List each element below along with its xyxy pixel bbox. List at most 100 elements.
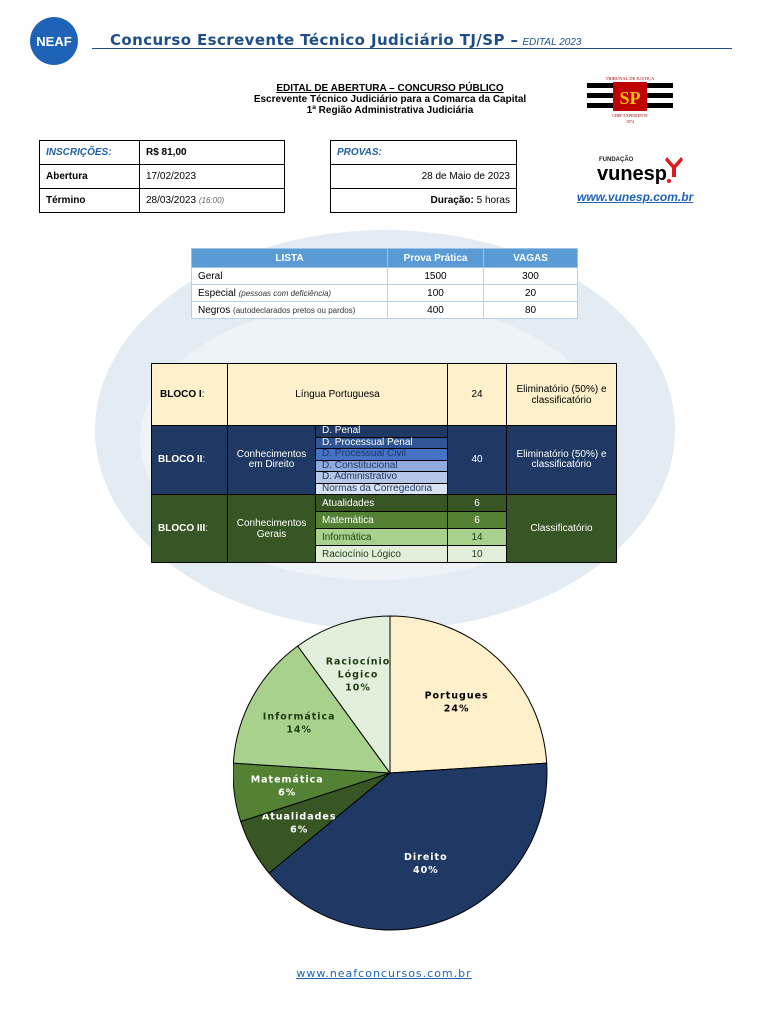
bloco-2-item: D. Penal: [315, 425, 448, 438]
lista-vagas: 80: [483, 301, 578, 319]
bloco-3-sub-row: Matemática 6: [152, 511, 617, 529]
bloco-2-item: D. Processual Civil: [315, 448, 448, 461]
lista-name-cell: Especial (pessoas com deficiência): [191, 284, 388, 302]
bloco-2-row: BLOCO II: Conhecimentos em Direito D. Pe…: [151, 425, 617, 495]
inscricoes-value: R$ 81,00: [139, 140, 285, 165]
bloco-3-item: Atualidades: [315, 494, 448, 512]
lista-prova: 100: [387, 284, 484, 302]
bloco-2-item: D. Constitucional: [315, 459, 448, 472]
bloco-3-title: BLOCO III: [158, 523, 206, 534]
neaf-logo: NEAF: [30, 17, 78, 65]
bloco-2-item: Normas da Corregedoria: [315, 482, 448, 495]
bloco-3-item-qty: 6: [447, 511, 507, 529]
pie-value-label: 14%: [286, 725, 312, 736]
bloco-3-colon: :: [205, 523, 209, 534]
pie-category-label: Raciocínio: [326, 656, 391, 667]
bloco-3-title-cell: BLOCO III:: [151, 494, 228, 563]
pie-value-label: 24%: [444, 704, 470, 715]
bloco-3-item-qty: 10: [447, 545, 507, 563]
bloco-2-title: BLOCO II: [158, 454, 203, 465]
lista-note: (pessoas com deficiência): [238, 288, 332, 298]
bloco-2-item: D. Administrativo: [315, 471, 448, 484]
pie-slice: [389, 615, 548, 774]
termino-value: 28/03/2023: [146, 195, 197, 206]
pie-category-label: Lógico: [338, 669, 379, 680]
bloco-1-criterio: Eliminatório (50%) e classificatório: [506, 363, 617, 426]
bloco-3-subject: Conhecimentos Gerais: [227, 494, 316, 563]
provas-label: PROVAS:: [330, 140, 517, 165]
inscricoes-table: INSCRIÇÕES: R$ 81,00 Abertura 17/02/2023…: [39, 140, 285, 213]
provas-table: PROVAS: 28 de Maio de 2023 Duração: 5 ho…: [330, 140, 517, 213]
distribution-pie-chart: Portugues 24% Direito 40% Atualidades 6% Matem…: [233, 615, 548, 931]
prova-pratica-header: Prova Prática: [387, 248, 484, 268]
lista-vagas: 300: [483, 267, 578, 285]
pie-category-label: Direito: [404, 852, 448, 863]
duracao-label: Duração:: [430, 195, 474, 206]
tjsp-logo-top-text: TRIBUNAL DE JUSTIÇA: [606, 76, 656, 81]
blocos-table: BLOCO I: Língua Portuguesa 24 Eliminatór…: [151, 363, 617, 563]
bloco-2-subject: Conhecimentos em Direito: [227, 425, 316, 495]
termino-label: Término: [39, 188, 140, 213]
pie-slice: [297, 615, 391, 775]
bloco-3-sub-row: Raciocínio Lógico 10: [152, 545, 617, 563]
bloco-2-qty: 40: [447, 425, 507, 495]
pie-value-label: 6%: [290, 824, 308, 835]
bloco-3-item: Informática: [315, 528, 448, 546]
pie-value-label: 40%: [413, 865, 439, 876]
termino-time: (16:00): [198, 196, 225, 205]
pie-category-label: Atualidades: [262, 811, 337, 822]
tjsp-logo-letters: SP: [619, 88, 640, 108]
page-title: Concurso Escrevente Técnico Judiciário T…: [110, 31, 582, 49]
lista-name: Geral: [198, 270, 223, 282]
bloco-3-row: BLOCO III: Conhecimentos Gerais Atualida…: [151, 494, 617, 563]
vunesp-name: vunesp: [597, 163, 668, 185]
bloco-1-qty: 24: [447, 363, 507, 426]
pie-value-label: 10%: [345, 682, 371, 693]
pie-category-label: Portugues: [425, 691, 489, 702]
header-title-text: Concurso Escrevente Técnico Judiciário T…: [110, 31, 519, 49]
bloco-3-item: Matemática: [315, 511, 448, 529]
bloco-1-subject: Língua Portuguesa: [227, 363, 448, 426]
duracao-value: 5 horas: [476, 195, 510, 206]
provas-date: 28 de Maio de 2023: [330, 164, 517, 189]
lista-header-row: LISTA Prova Prática VAGAS: [191, 248, 578, 268]
bloco-1-title: BLOCO I: [160, 389, 202, 400]
pie-category-label: Matemática: [251, 774, 324, 785]
pie-category-label: Informática: [263, 712, 336, 723]
tjsp-logo-year: 1874: [626, 119, 634, 124]
bloco-3-item: Raciocínio Lógico: [315, 545, 448, 563]
vunesp-fundacao: FUNDAÇÃO: [599, 157, 634, 163]
lista-name: Negros: [198, 304, 231, 316]
lista-vagas-table: LISTA Prova Prática VAGAS Geral 1500 300…: [191, 248, 578, 319]
bloco-2-item: D. Processual Penal: [315, 436, 448, 449]
tjsp-logo-bottom-text: CHEF EXPEDIENTE: [612, 113, 648, 118]
header-rule: [92, 48, 732, 49]
vunesp-url-link[interactable]: www.vunesp.com.br: [577, 190, 694, 204]
bloco-1-row: BLOCO I: Língua Portuguesa 24 Eliminatór…: [151, 363, 617, 426]
edital-line-1: EDITAL DE ABERTURA – CONCURSO PÚBLICO: [276, 83, 504, 94]
pie-slice: [268, 762, 548, 931]
lista-name-cell: Geral: [191, 267, 388, 285]
pie-value-label: 6%: [278, 787, 296, 798]
vunesp-mark-icon: [665, 157, 683, 183]
tjsp-logo: TRIBUNAL DE JUSTIÇA SP CHEF EXPEDIENTE 1…: [587, 76, 673, 124]
page-header: NEAF Concurso Escrevente Técnico Judiciá…: [0, 0, 768, 70]
vagas-header: VAGAS: [483, 248, 578, 268]
lista-prova: 400: [387, 301, 484, 319]
edital-heading: EDITAL DE ABERTURA – CONCURSO PÚBLICO Es…: [190, 83, 590, 116]
footer-url-link[interactable]: www.neafconcursos.com.br: [296, 967, 472, 980]
bloco-1-colon: :: [201, 389, 205, 400]
duracao-cell: Duração: 5 horas: [330, 188, 517, 213]
vunesp-logo: FUNDAÇÃO vunesp www.vunesp.com.br: [575, 155, 695, 205]
bloco-2-criterio: Eliminatório (50%) e classificatório: [506, 425, 617, 495]
pie-slice: [233, 645, 392, 774]
lista-note: (autodeclarados pretos ou pardos): [233, 305, 356, 315]
lista-name-cell: Negros (autodeclarados pretos ou pardos): [191, 301, 388, 319]
bloco-3-sub-row: Informática 14: [152, 528, 617, 546]
lista-prova: 1500: [387, 267, 484, 285]
table-row: Negros (autodeclarados pretos ou pardos)…: [191, 301, 578, 319]
lista-header: LISTA: [191, 248, 388, 268]
bloco-3-item-qty: 14: [447, 528, 507, 546]
lista-vagas: 20: [483, 284, 578, 302]
table-row: Geral 1500 300: [191, 267, 578, 285]
